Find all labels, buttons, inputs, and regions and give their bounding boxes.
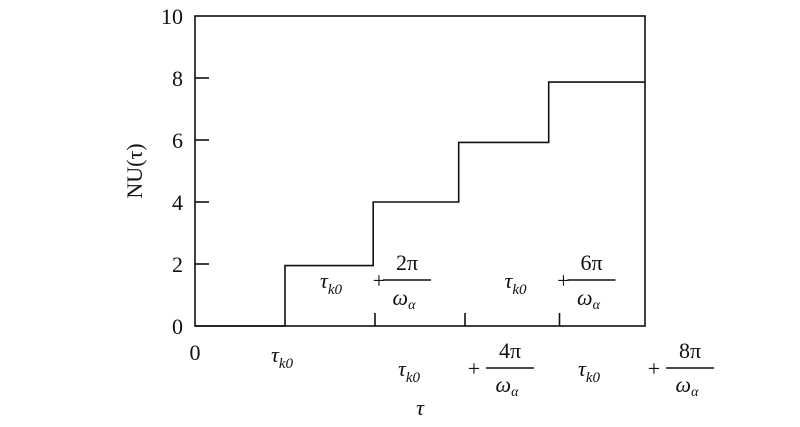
tau-k0-term: τk0 — [320, 268, 343, 298]
y-tick-label: 0 — [172, 314, 183, 339]
fraction-denominator: ωα — [393, 285, 417, 313]
tau-k0-term: τk0 — [578, 356, 601, 386]
y-tick-label: 2 — [172, 252, 183, 277]
subscript: α — [593, 298, 601, 313]
fraction-numerator: 8π — [679, 338, 701, 363]
y-tick-label: 10 — [161, 4, 183, 29]
subscript: k0 — [586, 370, 601, 386]
fraction-numerator: 6π — [580, 250, 602, 275]
step-series-line — [195, 81, 645, 327]
y-tick-label: 4 — [172, 190, 183, 215]
plus-sign: + — [468, 356, 480, 381]
subscript: k0 — [406, 370, 421, 386]
subscript: k0 — [328, 282, 343, 298]
plus-sign: + — [648, 356, 660, 381]
y-axis-label: NU(τ) — [122, 143, 147, 198]
plus-sign: + — [557, 268, 569, 293]
tau-k0-term: τk0 — [504, 268, 527, 298]
plus-sign: + — [373, 268, 385, 293]
subscript: k0 — [512, 282, 527, 298]
tau-k0-term: τk0 — [398, 356, 421, 386]
x-tick-label: τk0 +2π ωα — [320, 250, 431, 313]
y-tick-label: 8 — [172, 66, 183, 91]
fraction-denominator: ωα — [577, 285, 601, 313]
fraction-denominator: ωα — [676, 372, 700, 400]
x-axis-label: τ — [416, 395, 425, 420]
subscript: α — [691, 385, 699, 400]
subscript: α — [408, 298, 416, 313]
fraction-denominator: ωα — [496, 372, 520, 400]
subscript: k0 — [279, 356, 294, 372]
fraction-numerator: 4π — [499, 338, 521, 363]
tau-k0-label: τk0 — [271, 342, 294, 372]
x-tick-label: τk0 +8π ωα — [578, 338, 714, 400]
x-tick-label: τk0 +6π ωα — [504, 250, 616, 313]
plot-frame — [194, 15, 646, 327]
x-tick-label: τk0 +4π ωα — [398, 338, 534, 400]
fraction-numerator: 2π — [396, 250, 418, 275]
subscript: α — [511, 385, 519, 400]
x-origin-label: 0 — [190, 340, 201, 365]
y-tick-label: 6 — [172, 128, 183, 153]
x-tick-label: τk0 — [271, 342, 294, 372]
